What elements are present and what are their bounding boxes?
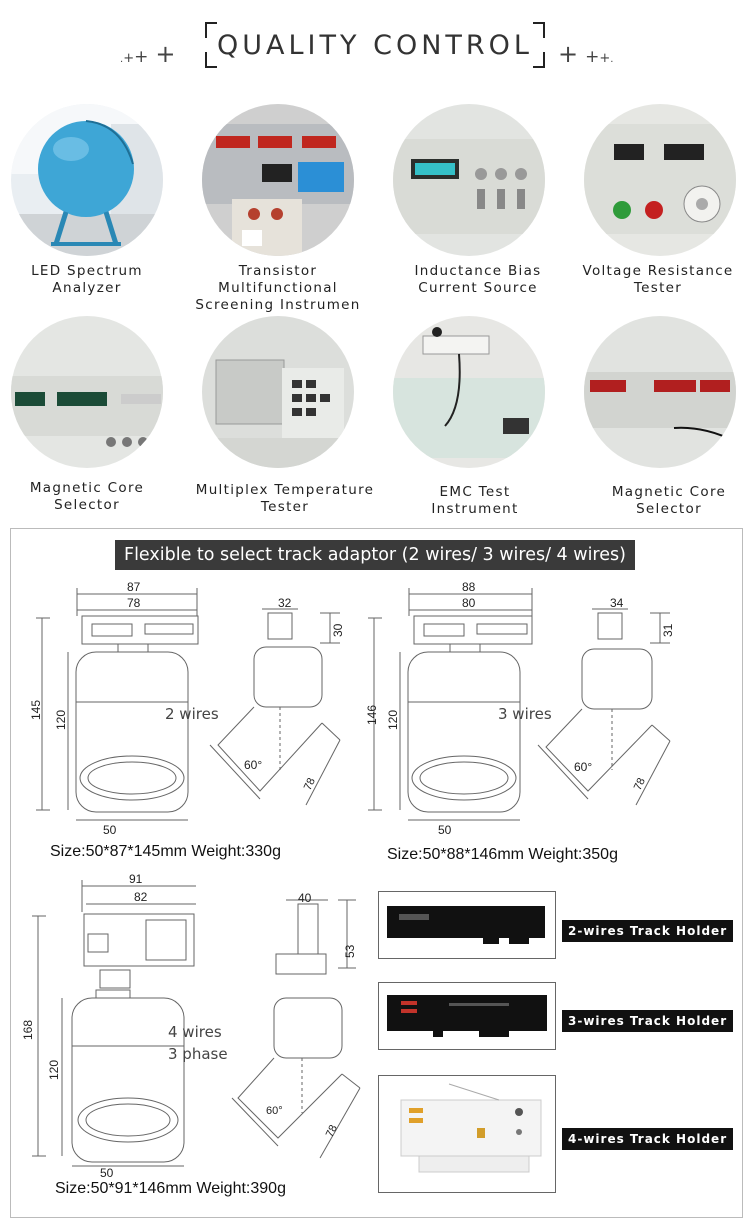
m3-spec: Size:50*91*146mm Weight:390g <box>55 1180 286 1197</box>
m3-reach: 78 <box>324 1123 340 1139</box>
holder-2wires-photo <box>378 891 556 959</box>
model-3wires-side-drawing: 34 31 60° 78 <box>537 596 675 806</box>
page-title: QUALITY CONTROL <box>217 30 533 61</box>
inductance-bias-photo <box>393 104 545 256</box>
m2-width-top: 88 <box>462 580 476 594</box>
m1-spec: Size:50*87*145mm Weight:330g <box>50 843 281 860</box>
m3-side-h: 53 <box>343 944 357 958</box>
holder-2wires-label: 2-wires Track Holder <box>562 920 734 942</box>
m2-spec: Size:50*88*146mm Weight:350g <box>387 846 618 863</box>
model-2wires-front-drawing: 87 78 145 120 50 <box>30 580 199 835</box>
m1-diameter: 50 <box>103 823 117 835</box>
m1-height-body: 120 <box>54 710 68 730</box>
header-left-decoration: .++ + <box>120 40 176 68</box>
m2-height-body: 120 <box>386 710 400 730</box>
model-4wires-front-drawing: 91 82 168 120 50 <box>21 872 196 1180</box>
led-spectrum-analyzer-photo <box>11 104 163 256</box>
m3-width-inner: 82 <box>134 890 148 904</box>
m1-wires-label: 2 wires <box>165 705 219 723</box>
emc-test-instrument-photo <box>393 316 545 468</box>
bracket-top-left <box>205 22 217 38</box>
m2-wires-label: 3 wires <box>498 705 552 723</box>
model-2wires-side-drawing: 32 30 60° 78 <box>209 596 345 806</box>
m1-angle: 60° <box>244 758 262 772</box>
m3-side-top: 40 <box>298 891 312 905</box>
m3-wires-label: 4 wires <box>168 1023 222 1041</box>
m1-side-h: 30 <box>331 623 345 637</box>
m2-side-h: 31 <box>661 623 675 637</box>
bracket-top-right <box>533 22 545 38</box>
header-right-decoration: + ++. <box>558 40 614 68</box>
m1-width-top: 87 <box>127 580 141 594</box>
m3-diameter: 50 <box>100 1166 114 1180</box>
m2-reach: 78 <box>632 776 648 792</box>
m1-width-inner: 78 <box>127 596 141 610</box>
voltage-resistance-photo <box>584 104 736 256</box>
spec-panel <box>10 528 743 1218</box>
m1-reach: 78 <box>302 776 318 792</box>
transistor-screening-photo <box>202 104 354 256</box>
holder-3wires-photo <box>378 982 556 1050</box>
multiplex-temperature-photo <box>202 316 354 468</box>
bracket-bottom-left <box>205 52 217 68</box>
magnetic-core-selector-photo <box>11 316 163 468</box>
magnetic-core-selector-2-photo <box>584 316 736 468</box>
m2-height-total: 146 <box>365 705 379 725</box>
m3-height-body: 120 <box>47 1060 61 1080</box>
m2-width-inner: 80 <box>462 596 476 610</box>
holder-3wires-label: 3-wires Track Holder <box>562 1010 734 1032</box>
m3-width-top: 91 <box>129 872 143 886</box>
m2-angle: 60° <box>574 760 592 774</box>
m1-side-top: 32 <box>278 596 292 610</box>
track-adaptor-banner: Flexible to select track adaptor (2 wire… <box>115 540 635 570</box>
m2-diameter: 50 <box>438 823 452 835</box>
bracket-bottom-right <box>533 52 545 68</box>
m2-side-top: 34 <box>610 596 624 610</box>
m3-height-total: 168 <box>21 1020 35 1040</box>
holder-4wires-label: 4-wires Track Holder <box>562 1128 734 1150</box>
m1-height-total: 145 <box>30 700 43 720</box>
holder-4wires-photo <box>378 1075 556 1193</box>
m3-angle: 60° <box>266 1105 283 1117</box>
m3-phase-label: 3 phase <box>168 1045 228 1063</box>
model-4wires-side-drawing: 40 53 60° 78 <box>231 891 361 1159</box>
model-3wires-front-drawing: 88 80 146 120 50 <box>365 580 533 835</box>
